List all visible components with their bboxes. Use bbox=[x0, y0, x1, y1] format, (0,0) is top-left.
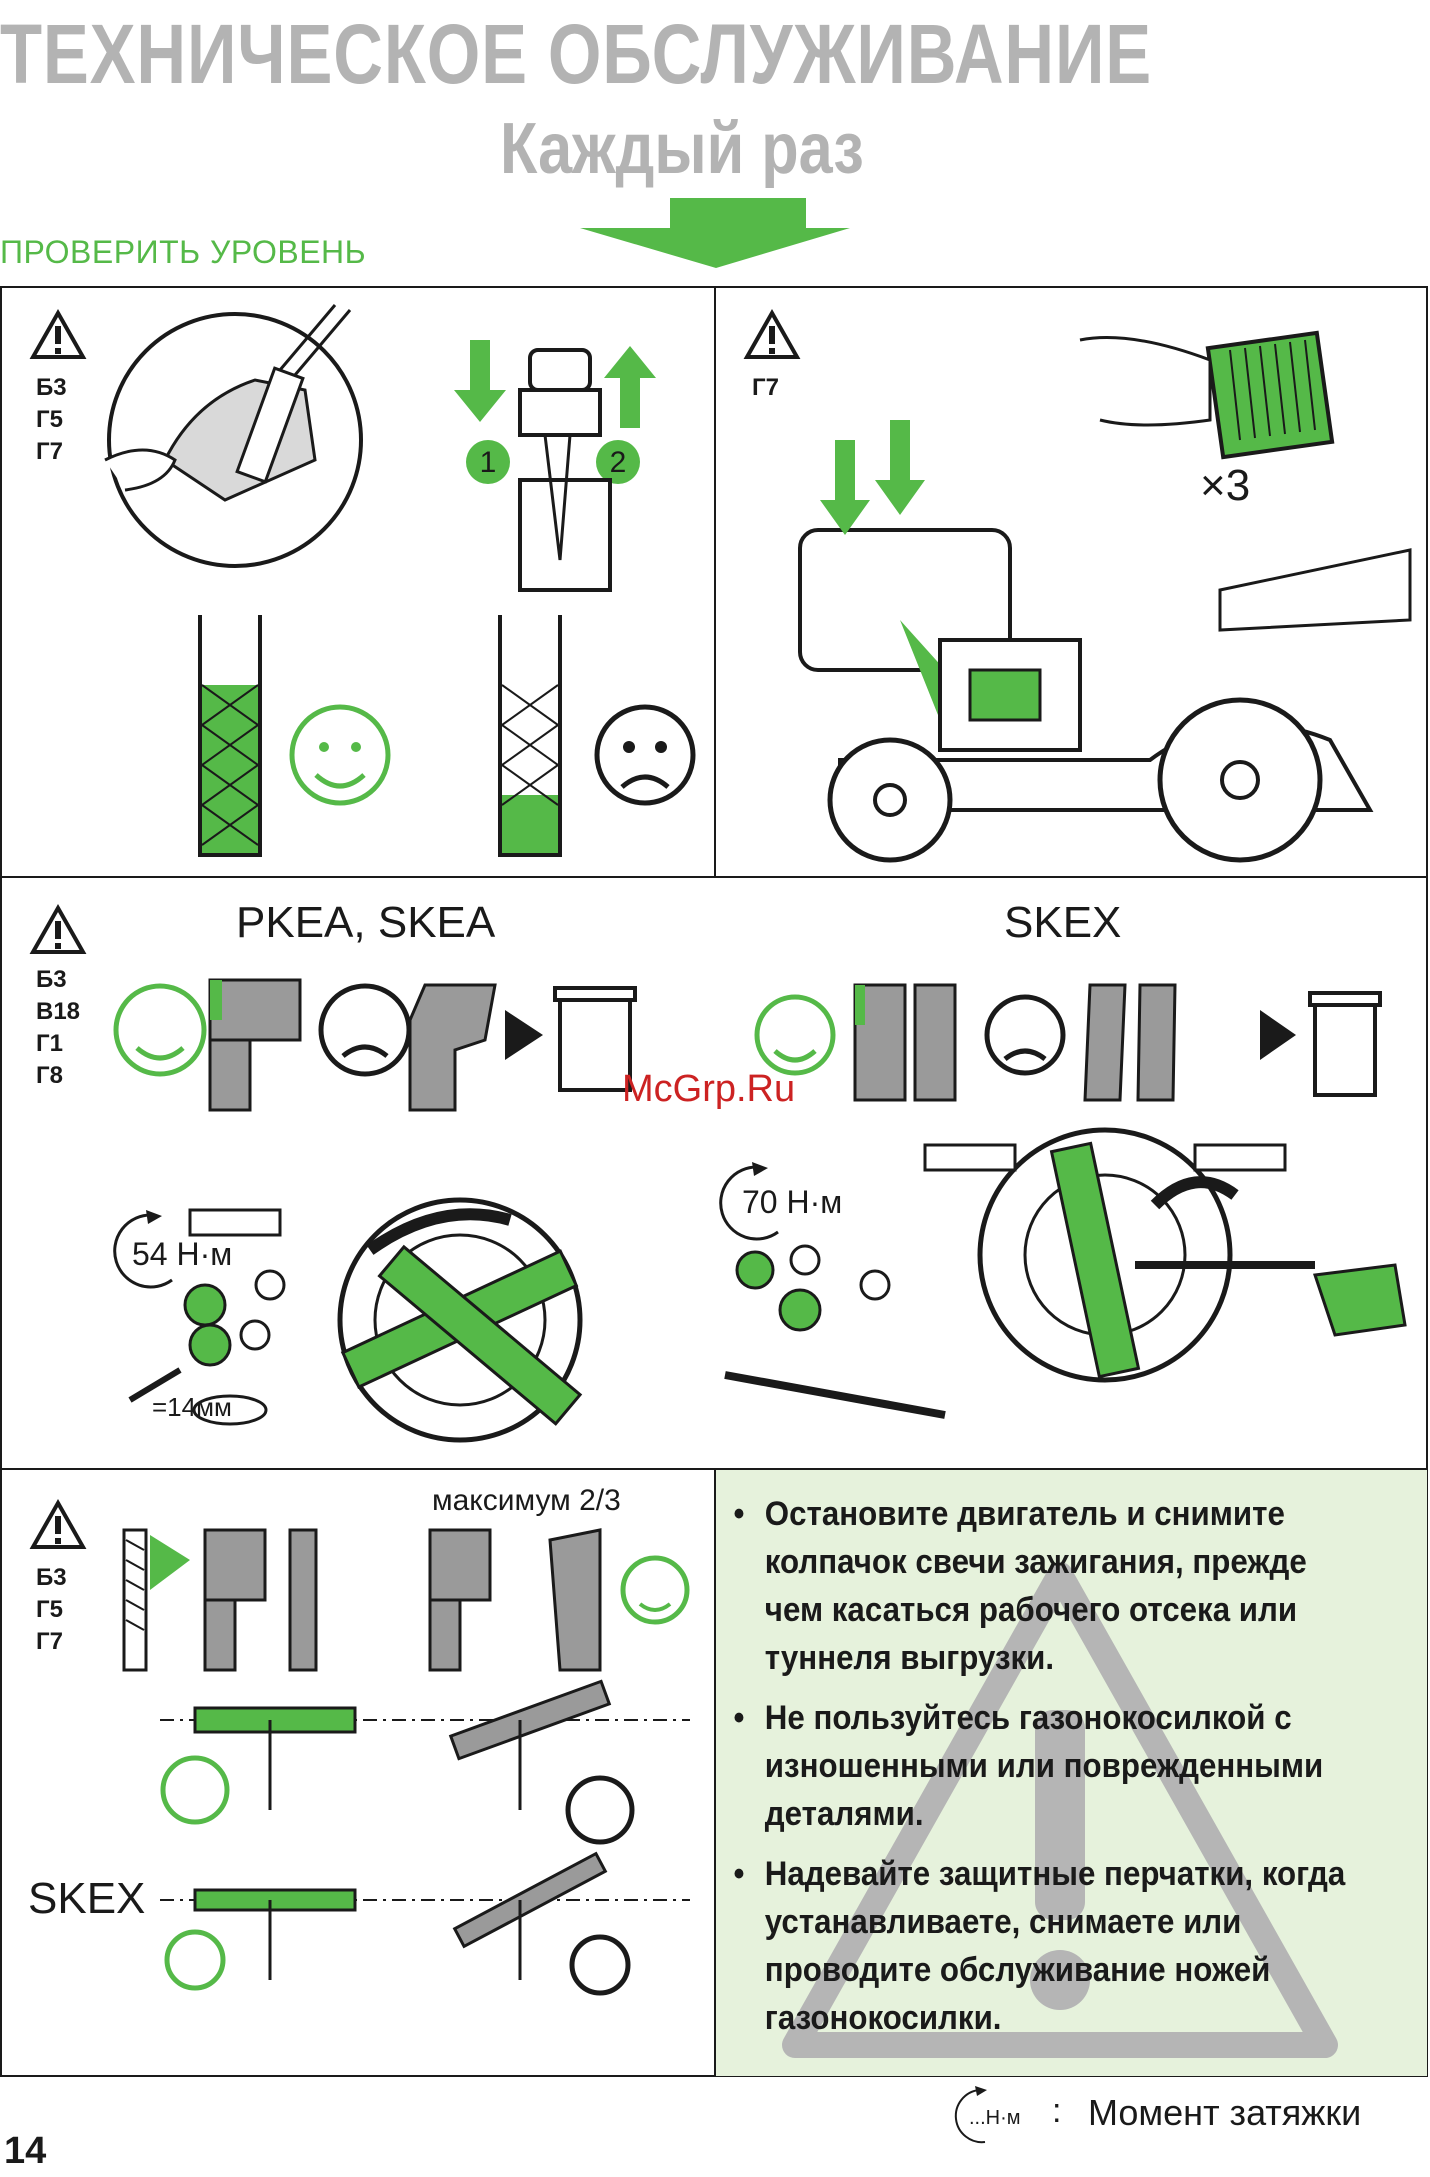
dipstick-wipe-illustration bbox=[104, 304, 363, 568]
code: Г7 bbox=[36, 1628, 63, 1655]
torque-left-icon bbox=[113, 1210, 173, 1289]
code: Г8 bbox=[36, 1062, 63, 1089]
divider bbox=[714, 286, 716, 878]
wrench-size-label: =14мм bbox=[152, 1392, 232, 1422]
blade-install-right-illustration bbox=[724, 1127, 1407, 1419]
torque-legend-icon-text: ...Н·м bbox=[969, 2107, 1021, 2129]
safety-item: Остановите двигатель и снимите колпачок … bbox=[728, 1490, 1363, 1682]
codes-sharpen: Б3 Г5 Г7 bbox=[36, 1562, 67, 1658]
safety-list: Остановите двигатель и снимите колпачок … bbox=[728, 1490, 1418, 2054]
blade-balance-illustration bbox=[160, 1679, 690, 1996]
page-number: 14 bbox=[4, 2130, 47, 2172]
torque-right-label: 70 Н·м bbox=[742, 1184, 843, 1220]
oil-level-full-illustration bbox=[198, 615, 391, 857]
torque-left-label: 54 Н·м bbox=[132, 1236, 233, 1272]
oil-level-low-illustration bbox=[498, 615, 696, 857]
code: В18 bbox=[36, 998, 81, 1025]
codes-oil: Б3 Г5 Г7 bbox=[36, 372, 67, 468]
warning-icon bbox=[743, 308, 801, 359]
code: Г5 bbox=[36, 1596, 63, 1623]
model-label-right: SKEX bbox=[1004, 898, 1122, 947]
code: Б3 bbox=[36, 966, 67, 993]
warning-icon bbox=[29, 903, 87, 954]
blade-wear-right-illustration bbox=[754, 983, 1382, 1102]
repeat-label: ×3 bbox=[1200, 461, 1250, 510]
air-filter-illustration: ×3 bbox=[798, 330, 1412, 863]
safety-item: Надевайте защитные перчатки, когда устан… bbox=[728, 1850, 1363, 2042]
oil-cap-illustration: 1 2 bbox=[454, 340, 656, 592]
warning-icon bbox=[29, 1498, 87, 1549]
code: Г7 bbox=[36, 438, 63, 465]
warning-icon bbox=[29, 308, 87, 359]
code: Б3 bbox=[36, 374, 67, 401]
blade-install-left-illustration bbox=[128, 1197, 583, 1443]
divider bbox=[714, 1468, 716, 2077]
codes-blades: Б3 В18 Г1 Г8 bbox=[36, 964, 80, 1092]
safety-item: Не пользуйтесь газонокосилкой с изношенн… bbox=[728, 1694, 1363, 1838]
codes-filter: Г7 bbox=[752, 372, 779, 404]
legend-colon: : bbox=[1052, 2092, 1062, 2130]
torque-right-icon bbox=[719, 1162, 779, 1241]
code: Г5 bbox=[36, 406, 63, 433]
down-arrow-icon bbox=[580, 198, 850, 268]
code: Б3 bbox=[36, 1564, 67, 1591]
step-1-label: 1 bbox=[480, 446, 497, 479]
model-label-left: PKEA, SKEA bbox=[236, 898, 496, 947]
code: Г1 bbox=[36, 1030, 63, 1057]
max-label: максимум 2/3 bbox=[432, 1484, 621, 1517]
blade-wear-left-illustration bbox=[113, 978, 637, 1112]
page-title: ТЕХНИЧЕСКОЕ ОБСЛУЖИВАНИЕ bbox=[0, 7, 1153, 101]
model-label-sharpen: SKEX bbox=[28, 1874, 146, 1923]
watermark: McGrp.Ru bbox=[622, 1068, 796, 1110]
blade-sharpen-illustration bbox=[122, 1528, 690, 1672]
code: Г7 bbox=[752, 374, 779, 401]
page-subtitle: Каждый раз bbox=[500, 109, 864, 189]
torque-legend-icon: ...Н·м bbox=[954, 2086, 1021, 2144]
step-2-label: 2 bbox=[610, 446, 627, 479]
torque-legend-label: Момент затяжки bbox=[1088, 2092, 1362, 2133]
section-label: ПРОВЕРИТЬ УРОВЕНЬ bbox=[0, 234, 367, 270]
